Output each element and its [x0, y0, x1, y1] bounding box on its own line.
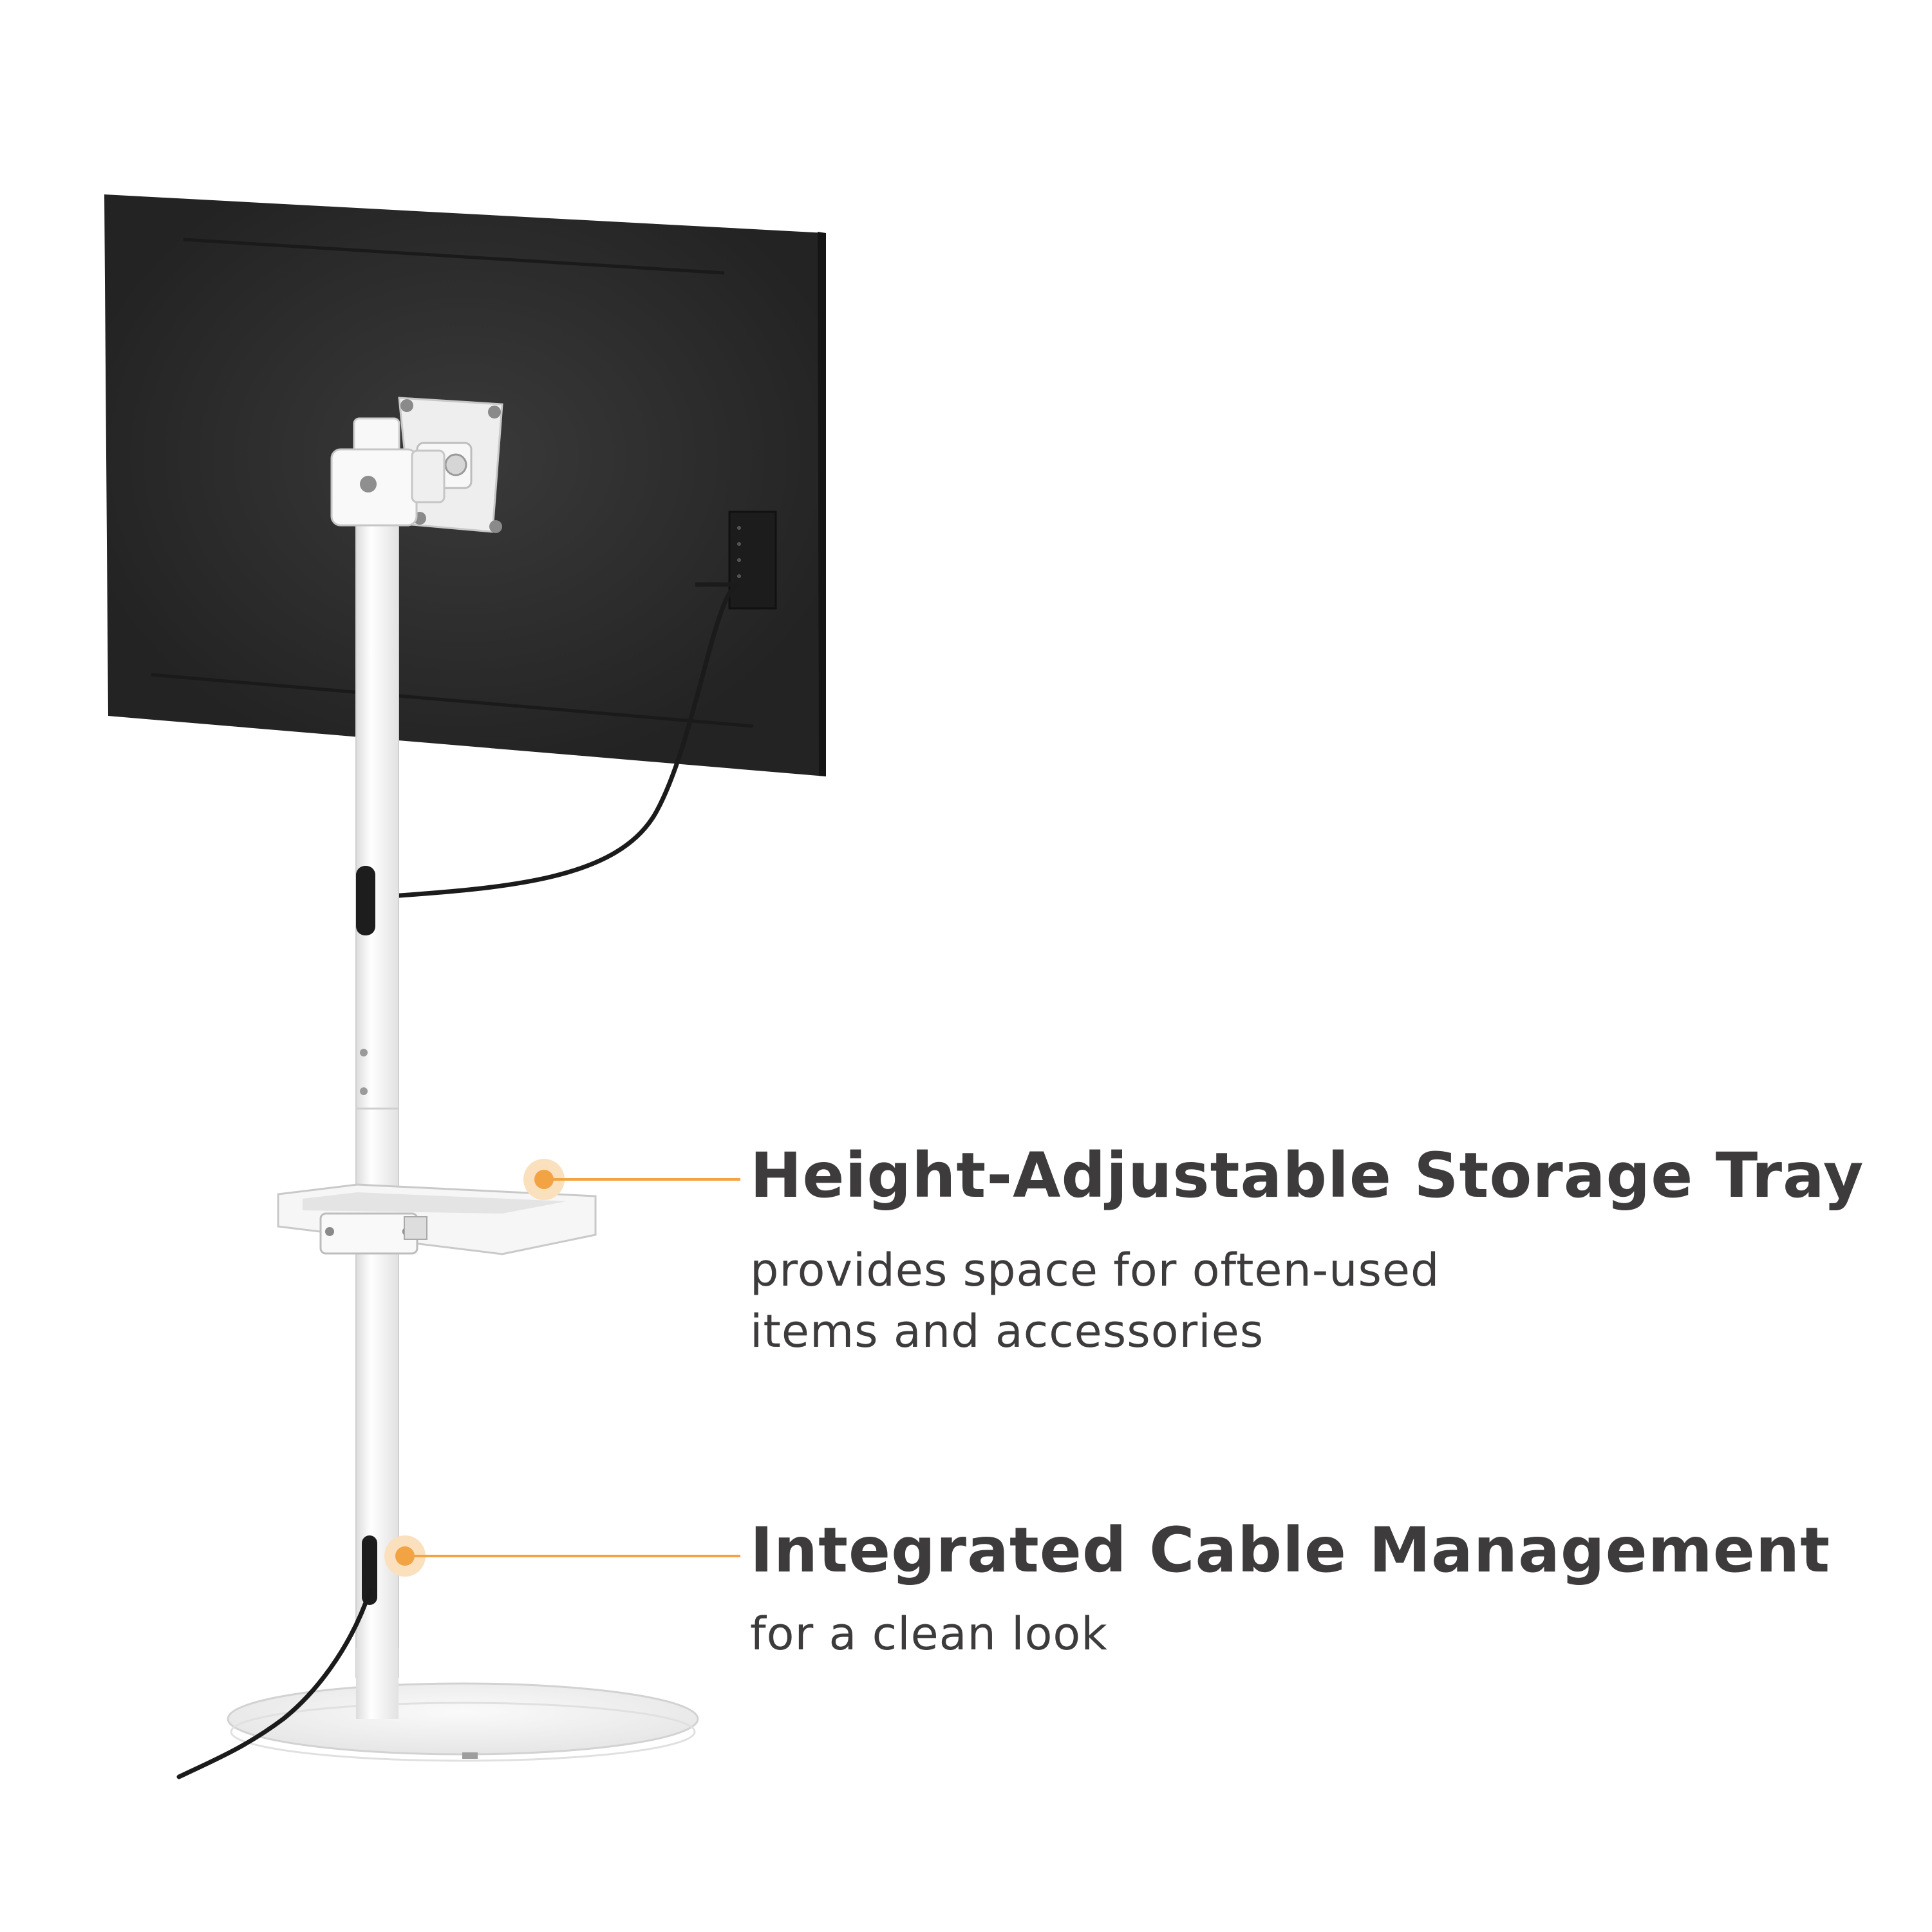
feature-title-storage-tray: Height-Adjustable Storage Tray: [750, 1140, 1864, 1212]
storage-tray: [277, 1183, 597, 1255]
callout-cable-management: [384, 1535, 740, 1577]
callout-storage-tray: [523, 1159, 740, 1200]
monitor-cable: [361, 583, 740, 901]
monitor-port-panel: [728, 511, 777, 610]
feature-desc-cable-management-line-1: for a clean look: [750, 1608, 1108, 1660]
cable-slot-lower: [362, 1535, 377, 1605]
power-cable: [176, 1588, 373, 1779]
cable-slot-upper: [356, 866, 375, 935]
feature-desc-storage-tray-line-1: provides space for often-used: [750, 1244, 1440, 1297]
stand-base: [227, 1648, 699, 1762]
feature-title-cable-management: Integrated Cable Management: [750, 1514, 1831, 1586]
feature-desc-storage-tray-line-2: items and accessories: [750, 1305, 1264, 1358]
